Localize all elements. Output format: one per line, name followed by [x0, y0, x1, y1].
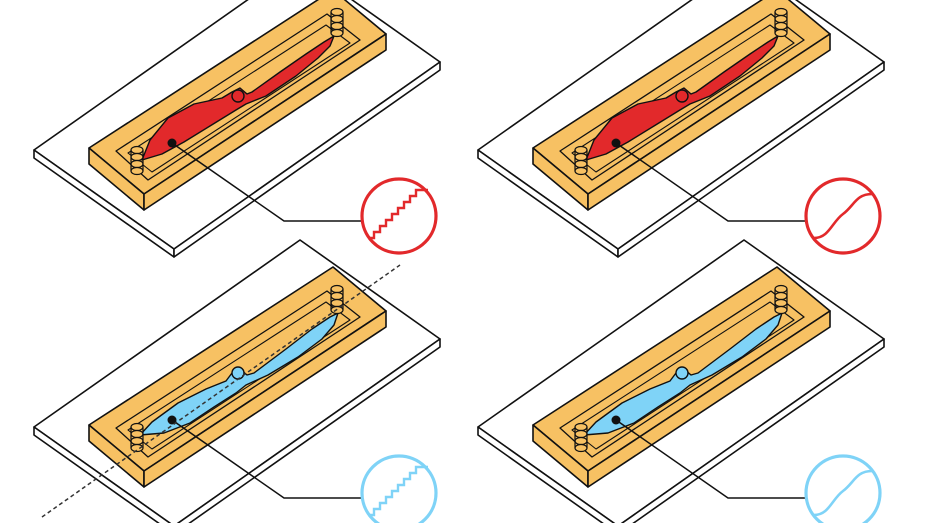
inlet-port	[130, 145, 144, 176]
inlet-port	[130, 422, 144, 453]
channel-inner	[571, 301, 795, 450]
probe-leader-line	[615, 142, 806, 222]
panel-bottom-left	[33, 239, 441, 523]
substrate-edge-right	[176, 338, 441, 523]
rotation-axis-dashed	[41, 264, 401, 518]
sine-signal-icon	[804, 454, 882, 523]
panel-bottom-right	[477, 239, 885, 523]
probe-leader-line	[171, 142, 362, 222]
flag-hub	[231, 366, 245, 380]
probe-leader-line	[615, 419, 806, 499]
staircase-signal-icon	[360, 177, 438, 255]
substrate-edge-front	[477, 426, 616, 523]
channel-inner	[127, 24, 351, 173]
outlet-port	[774, 7, 788, 38]
channel-inner	[571, 24, 795, 173]
staircase-signal-icon	[360, 454, 438, 523]
inlet-port	[574, 145, 588, 176]
flag-hub	[675, 89, 689, 103]
substrate-edge-right	[173, 61, 441, 258]
channel-inner	[127, 301, 351, 450]
outlet-port	[774, 284, 788, 315]
flag-hub	[231, 89, 245, 103]
substrate-edge-right	[620, 338, 885, 523]
flag-hub	[675, 366, 689, 380]
panel-top-right	[477, 0, 885, 258]
outlet-port	[330, 7, 344, 38]
sine-signal-icon	[804, 177, 882, 255]
inlet-port	[574, 422, 588, 453]
substrate-edge-right	[617, 61, 885, 258]
panel-top-left	[33, 0, 441, 258]
probe-leader-line	[171, 419, 362, 499]
